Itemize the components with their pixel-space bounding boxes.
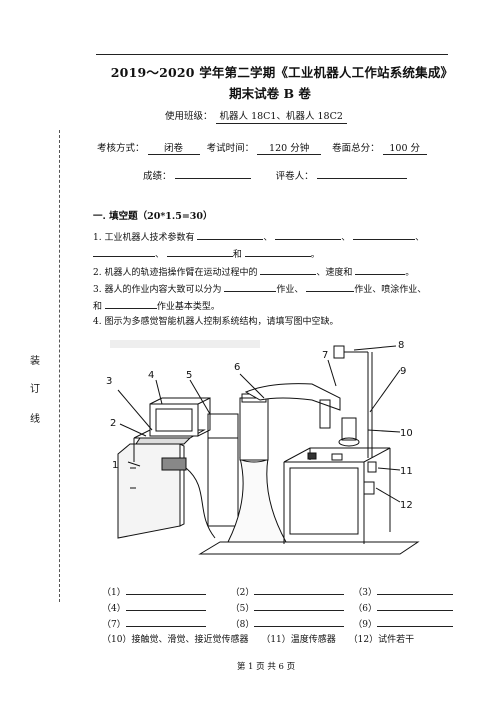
grader-label: 评卷人： bbox=[275, 171, 314, 182]
q1-blank-5[interactable] bbox=[166, 246, 233, 257]
exam-title: 2019～2020 学年第二学期《工业机器人工作站系统集成》 bbox=[110, 65, 454, 80]
score-label: 成绩： bbox=[143, 171, 172, 182]
answer-blank-5[interactable] bbox=[254, 600, 345, 611]
diagram-label-3: 3 bbox=[106, 376, 112, 387]
exam-time-label: 考试时间： bbox=[206, 143, 255, 154]
question-1-line1: 1. 工业机器人技术参数有 、 、 、 bbox=[93, 229, 424, 244]
diagram-label-12: 12 bbox=[400, 500, 413, 511]
question-3-line2: 和 作业基本类型。 bbox=[93, 298, 220, 313]
q3-text: 3. 器人的作业内容大致可以分为 bbox=[93, 285, 222, 295]
answer-label-7: （7） bbox=[102, 620, 126, 630]
q2-end: 。 bbox=[405, 268, 415, 278]
class-label: 使用班级： bbox=[165, 111, 213, 122]
q2-text-b: 、速度和 bbox=[316, 268, 353, 278]
answer-label-6: （6） bbox=[353, 604, 377, 614]
q3-text-e: 作业基本类型。 bbox=[156, 302, 220, 312]
diagram-label-8: 8 bbox=[398, 340, 404, 351]
diagram-label-2: 2 bbox=[110, 418, 116, 429]
q1-end: 。 bbox=[310, 250, 320, 260]
score-line: 成绩： 评卷人： bbox=[143, 168, 407, 182]
answer-label-2: （2） bbox=[230, 588, 255, 598]
q3-text-d: 和 bbox=[93, 302, 103, 312]
q2-text: 2. 机器人的轨迹指操作臂在运动过程中的 bbox=[93, 268, 258, 278]
answer-row-2: （4） （5） （6） bbox=[102, 600, 453, 614]
answer-label-5: （5） bbox=[230, 604, 255, 614]
diagram-label-5: 5 bbox=[186, 370, 192, 381]
robot-system-diagram: 1 2 3 4 5 6 7 8 9 10 11 12 bbox=[106, 340, 420, 555]
answer-10: （10）接触觉、滑觉、接近觉传感器 bbox=[102, 635, 249, 645]
answer-11: （11）温度传感器 bbox=[261, 635, 336, 645]
q3-text-b: 作业、 bbox=[276, 285, 304, 295]
answer-label-8: （8） bbox=[230, 620, 255, 630]
answer-blank-2[interactable] bbox=[254, 584, 345, 595]
answer-label-1: （1） bbox=[102, 588, 126, 598]
answer-blank-4[interactable] bbox=[125, 600, 206, 611]
exam-method-value: 闭卷 bbox=[147, 140, 200, 155]
q1-sep: 、 bbox=[155, 250, 165, 260]
question-3-line1: 3. 器人的作业内容大致可以分为 作业、 作业、喷涂作业、 bbox=[93, 281, 426, 296]
answer-label-3: （3） bbox=[353, 588, 377, 598]
q1-blank-1[interactable] bbox=[197, 229, 264, 240]
binding-char-xian: 线 bbox=[30, 414, 40, 425]
answer-blank-7[interactable] bbox=[125, 616, 206, 627]
q3-blank-2[interactable] bbox=[306, 281, 355, 292]
header-rule bbox=[96, 54, 448, 55]
answer-row-4: （10）接触觉、滑觉、接近觉传感器 （11）温度传感器 （12）试件若干 bbox=[102, 632, 414, 645]
class-value: 机器人 18C1、机器人 18C2 bbox=[215, 111, 347, 124]
answer-row-1: （1） （2） （3） bbox=[102, 584, 453, 598]
q1-and: 和 bbox=[232, 250, 242, 260]
question-4: 4. 图示为多感觉智能机器人控制系统结构，请填写图中空缺。 bbox=[93, 317, 339, 327]
answer-blank-6[interactable] bbox=[376, 600, 453, 611]
q3-blank-3[interactable] bbox=[104, 298, 157, 309]
grader-blank[interactable] bbox=[316, 168, 407, 179]
binding-char-zhuang: 装 bbox=[30, 356, 40, 367]
diagram-label-11: 11 bbox=[400, 466, 413, 477]
page-footer: 第 1 页 共 6 页 bbox=[236, 662, 296, 672]
total-score-label: 卷面总分： bbox=[332, 143, 380, 154]
q3-blank-1[interactable] bbox=[224, 281, 277, 292]
diagram-label-4: 4 bbox=[148, 370, 154, 381]
answer-blank-8[interactable] bbox=[254, 616, 345, 627]
question-2: 2. 机器人的轨迹指操作臂在运动过程中的 、速度和 。 bbox=[93, 264, 414, 279]
q2-blank-2[interactable] bbox=[355, 264, 406, 275]
q1-blank-4[interactable] bbox=[93, 246, 155, 257]
answer-blank-3[interactable] bbox=[376, 584, 453, 595]
diagram-label-1: 1 bbox=[112, 460, 118, 471]
q1-sep: 、 bbox=[263, 233, 273, 243]
exam-time-value: 120 分钟 bbox=[257, 140, 322, 155]
question-1-line2: 、 和 。 bbox=[93, 246, 320, 261]
diagram-label-9: 9 bbox=[400, 366, 406, 377]
section-heading: 一. 填空题（20*1.5=30） bbox=[93, 211, 213, 222]
answer-12: （12）试件若干 bbox=[348, 635, 415, 645]
class-line: 使用班级： 机器人 18C1、机器人 18C2 bbox=[165, 108, 347, 124]
diagram-label-10: 10 bbox=[400, 428, 413, 439]
total-score-value: 100 分 bbox=[382, 140, 427, 155]
answer-blank-1[interactable] bbox=[125, 584, 206, 595]
binding-char-ding: 订 bbox=[30, 384, 40, 395]
diagram-label-6: 6 bbox=[234, 362, 240, 373]
q1-sep: 、 bbox=[341, 233, 351, 243]
q2-blank-1[interactable] bbox=[260, 264, 317, 275]
score-blank[interactable] bbox=[174, 168, 251, 179]
exam-method-label: 考核方式： bbox=[97, 143, 145, 154]
q3-text-c: 作业、喷涂作业、 bbox=[354, 285, 427, 295]
q1-sep: 、 bbox=[415, 233, 425, 243]
diagram-label-7: 7 bbox=[322, 350, 328, 361]
q1-blank-2[interactable] bbox=[275, 229, 342, 240]
binding-dashed-line bbox=[59, 130, 60, 602]
q1-text: 1. 工业机器人技术参数有 bbox=[93, 233, 195, 243]
answer-label-9: （9） bbox=[353, 620, 377, 630]
answer-row-3: （7） （8） （9） bbox=[102, 616, 453, 630]
q1-blank-3[interactable] bbox=[353, 229, 416, 240]
q1-blank-6[interactable] bbox=[244, 246, 311, 257]
exam-subtitle: 期末试卷 B 卷 bbox=[229, 86, 311, 101]
answer-label-4: （4） bbox=[102, 604, 126, 614]
answer-blank-9[interactable] bbox=[376, 616, 453, 627]
exam-info-line: 考核方式： 闭卷 考试时间： 120 分钟 卷面总分： 100 分 bbox=[97, 140, 427, 155]
